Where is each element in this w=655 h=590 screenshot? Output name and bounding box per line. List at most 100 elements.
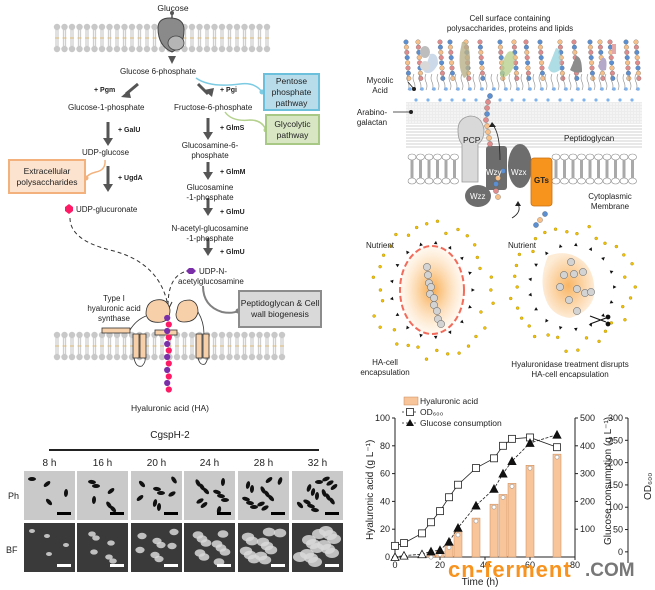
ph-micrograph — [238, 471, 289, 520]
nutrient-dot — [630, 262, 634, 266]
glucose-point — [390, 552, 400, 561]
ha-chain-icon — [164, 314, 172, 393]
glucose-point — [489, 484, 499, 493]
y3-tick-label: 200 — [608, 458, 623, 468]
row-label-ph: Ph — [8, 491, 20, 501]
nutrient-dot — [378, 325, 382, 329]
legend-hyaluronic-acid: Hyaluronic acid — [420, 396, 479, 406]
nutrient-dot — [416, 345, 420, 349]
encapsulated-cells — [423, 263, 445, 328]
nutrient-dot — [381, 253, 386, 257]
synthase-label-1: Type I — [103, 294, 125, 303]
bf-micrograph — [292, 523, 343, 572]
y-tick-label: 0 — [385, 552, 390, 562]
inflow-arrow — [545, 251, 549, 256]
wzz-protein-icon — [465, 185, 491, 207]
scale-bar — [325, 512, 339, 515]
watermark-suffix: .COM — [585, 560, 635, 581]
ha-monomer — [165, 373, 172, 380]
inflow-arrow — [406, 325, 410, 330]
inflow-arrow — [528, 292, 532, 297]
nutrient-dot — [425, 222, 429, 226]
peptidoglycan-label: Peptidoglycan — [564, 134, 615, 143]
cell — [565, 296, 573, 304]
nutrient-dot — [380, 299, 385, 303]
nutrient-dot — [424, 357, 429, 361]
exported-polysaccharide-chain — [483, 93, 548, 228]
ha-replicate-point — [500, 495, 506, 500]
inflow-arrow — [528, 277, 532, 282]
gts-protein-icon — [530, 157, 553, 207]
extracellular-polysaccharides-box: Extracellular polysaccharides — [8, 159, 86, 194]
nutrient-label-right: Nutrient — [508, 241, 537, 250]
inflow-arrow — [574, 242, 578, 247]
nutrient-dot — [621, 305, 625, 309]
cytoplasmic-membrane-label-2: Membrane — [590, 202, 630, 211]
bf-micrograph — [24, 523, 75, 572]
timepoint-label: 28 h — [253, 458, 274, 469]
scale-bar — [110, 512, 124, 515]
scale-bar — [164, 512, 178, 515]
udp-glucuronate-label: UDP-glucuronate — [76, 205, 138, 214]
nutrient-dot — [546, 333, 550, 337]
glucose-point — [435, 545, 445, 554]
wzz-label: Wzz — [470, 192, 486, 201]
inflow-arrow — [433, 335, 438, 340]
wzy-label: Wzy — [486, 168, 502, 177]
surface-proteins — [420, 41, 616, 78]
y-tick-label: 80 — [380, 441, 390, 451]
inflow-arrow — [468, 271, 472, 276]
ha-label: Hyaluronic acid (HA) — [131, 403, 209, 413]
ha-bar — [507, 483, 517, 558]
cell — [587, 288, 595, 296]
x-tick-label: 0 — [392, 560, 397, 570]
ha-replicate-point — [446, 545, 452, 550]
y3-tick-label: 50 — [613, 525, 623, 535]
nutrient-dot — [444, 231, 448, 236]
inflow-arrow — [534, 263, 538, 267]
nutrient-dot — [456, 227, 460, 232]
y-axis-label: Hyaluronic acid (g L⁻¹) — [365, 439, 376, 540]
nutrient-dot — [622, 253, 626, 257]
bf-micrograph — [238, 523, 289, 572]
od600-point — [418, 529, 426, 538]
peptidoglycan-connector — [202, 285, 239, 314]
bottom-membrane — [53, 331, 286, 361]
udp-glcnac-label-1: UDP-N- — [199, 267, 227, 276]
nutrient-dot — [466, 344, 471, 348]
nutrient-dot — [394, 232, 398, 237]
nutrient-label-left: Nutrient — [366, 241, 395, 250]
ha-replicate-point — [428, 554, 434, 560]
y2-tick-label: 200 — [580, 496, 595, 506]
y-tick-label: 100 — [375, 413, 390, 423]
y3-tick-label: 100 — [608, 502, 623, 512]
inflow-arrow — [609, 270, 614, 274]
inflow-arrow — [534, 307, 538, 311]
inflow-arrow — [395, 264, 400, 268]
ha-replicate-point — [491, 504, 497, 510]
od600-point — [436, 507, 444, 516]
nutrient-dot — [514, 263, 519, 268]
cell — [424, 271, 432, 279]
synthase-label-3: synthase — [97, 314, 131, 323]
cell-surface-title-2: polysaccharides, proteins and lipids — [446, 24, 574, 33]
inflow-arrow — [601, 313, 605, 317]
top-membrane — [53, 23, 271, 53]
ha-monomer — [165, 334, 172, 341]
nutrient-dot — [517, 252, 522, 257]
inflow-arrow — [601, 257, 605, 261]
inflow-arrow — [419, 242, 423, 247]
cell — [570, 270, 578, 278]
ha-replicate-point — [554, 454, 560, 460]
cell — [560, 271, 568, 279]
galu-enzyme: + GalU — [118, 127, 141, 134]
ph-micrograph — [184, 471, 235, 520]
strain-bracket-line — [49, 449, 319, 451]
ha-bar — [471, 517, 481, 558]
cell — [423, 263, 431, 271]
nutrient-dot — [533, 236, 538, 241]
glms-enzyme: + GlmS — [220, 125, 245, 132]
